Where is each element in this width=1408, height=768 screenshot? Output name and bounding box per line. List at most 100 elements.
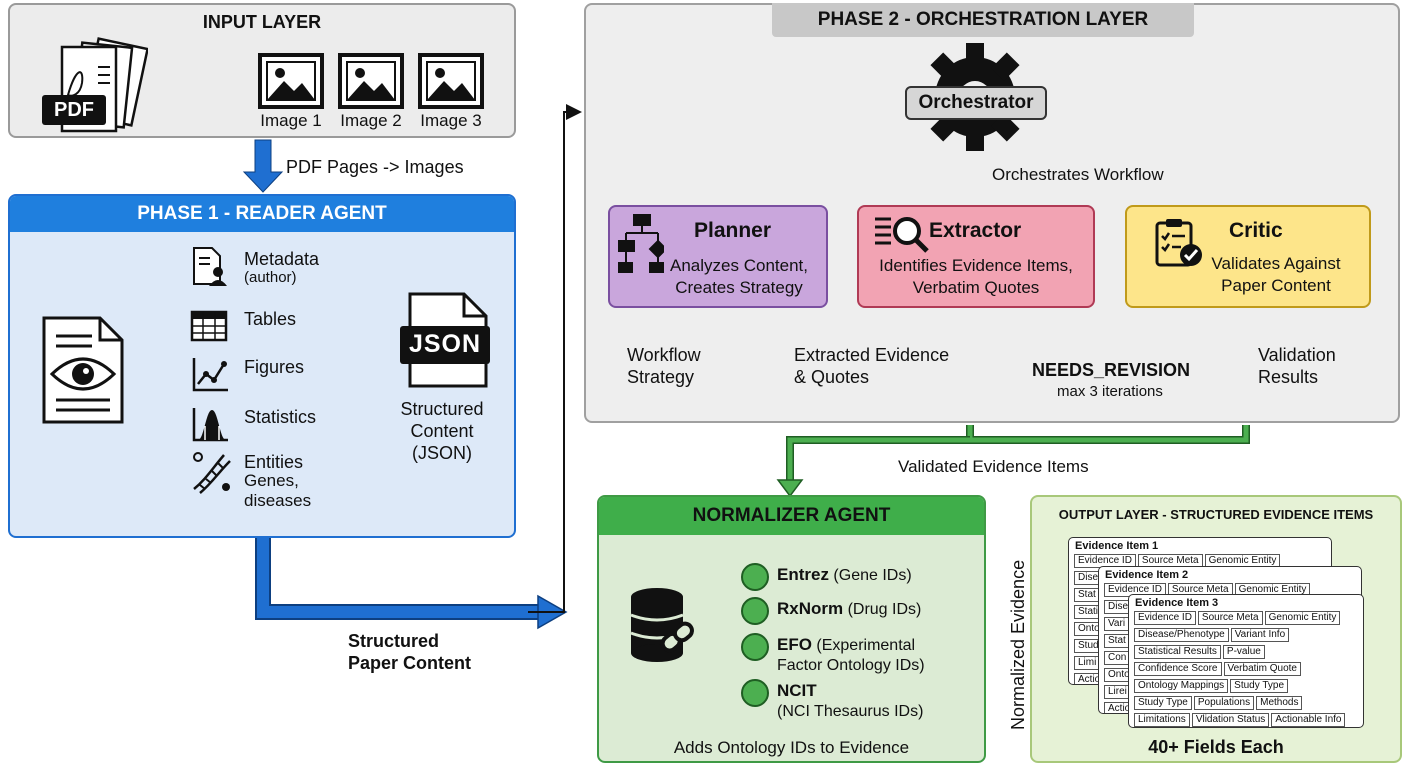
json-caption: Structured Content (JSON) xyxy=(400,399,484,463)
evidence-field-chip: Disease/Phenotype xyxy=(1134,628,1229,642)
planner-agent-card: Planner Analyzes Content, Creates Strate… xyxy=(608,205,828,308)
document-eye-icon xyxy=(38,314,130,431)
ontology-description: (Experimental Factor Ontology IDs) xyxy=(777,637,925,674)
ontology-node-icon xyxy=(741,563,769,591)
extractor-agent-card: Extractor Identifies Evidence Items, Ver… xyxy=(857,205,1095,308)
reader-item-label: Tables xyxy=(244,309,297,329)
ontology-name: EFO xyxy=(777,635,812,654)
reader-item-label: Figures xyxy=(244,357,305,377)
ontology-node-icon xyxy=(741,633,769,661)
ontology-entry: EFO (Experimental Factor Ontology IDs) xyxy=(777,635,925,676)
image-icon xyxy=(258,53,324,109)
orchestrates-workflow-label: Orchestrates Workflow xyxy=(992,165,1164,184)
image-label: Image 2 xyxy=(340,111,402,130)
evidence-field-chip: Populations xyxy=(1193,696,1255,710)
needs-revision-label: NEEDS_REVISION xyxy=(1032,360,1191,380)
evidence-field-chip: Limitations xyxy=(1134,713,1190,727)
normalized-evidence-label: Normalized Evidence xyxy=(1008,559,1028,730)
orchestrator-label: Orchestrator xyxy=(905,86,1047,120)
ontology-entry: RxNorm (Drug IDs) xyxy=(777,599,921,620)
magnifier-list-icon xyxy=(873,213,929,258)
output-layer-footer: 40+ Fields Each xyxy=(1148,737,1284,757)
image-label: Image 3 xyxy=(420,111,482,130)
image-icon xyxy=(418,53,484,109)
evidence-item-title: Evidence Item 2 xyxy=(1105,569,1189,581)
phase1-to-normalizer-arrow xyxy=(255,538,540,620)
reader-item-label: Statistics xyxy=(244,407,317,427)
table-icon xyxy=(190,306,234,357)
evidence-field-chip: Statistical Results xyxy=(1134,645,1221,659)
ontology-node-icon xyxy=(741,597,769,625)
evidence-field-chip: Genomic Entity xyxy=(1264,611,1341,625)
evidence-field-chip: Study Type xyxy=(1230,679,1289,693)
image-icon xyxy=(338,53,404,109)
normalizer-panel: NORMALIZER AGENT Entrez (Gene IDs) RxNorm… xyxy=(597,495,986,763)
image-thumbnail xyxy=(416,51,486,116)
metadata-icon xyxy=(190,246,234,297)
extracted-evidence-label: Extracted Evidence & Quotes xyxy=(794,345,950,387)
ontology-node-icon xyxy=(741,679,769,707)
workflow-strategy-label: Workflow Strategy xyxy=(627,345,701,387)
input-layer-title: INPUT LAYER xyxy=(202,12,322,32)
output-layer-title: OUTPUT LAYER - STRUCTURED EVIDENCE ITEMS xyxy=(1058,507,1374,522)
evidence-item-title: Evidence Item 1 xyxy=(1075,540,1159,552)
planner-description: Analyzes Content, Creates Strategy xyxy=(670,256,808,297)
evidence-field-chip: Lirei xyxy=(1104,685,1131,699)
evidence-field-chip: Ontology Mappings xyxy=(1134,679,1229,693)
evidence-field-chip: Actionable Info xyxy=(1271,713,1346,727)
critic-title: Critic xyxy=(1229,219,1283,242)
evidence-field-chip: Onto xyxy=(1074,622,1104,636)
image-label: Image 1 xyxy=(260,111,322,130)
json-icon: JSON xyxy=(398,290,494,395)
ontology-description: (Gene IDs) xyxy=(828,567,912,584)
evidence-field-chip: Source Meta xyxy=(1197,611,1263,625)
evidence-field-chip: Evidence ID xyxy=(1104,583,1166,597)
phase1-title: PHASE 1 - READER AGENT xyxy=(10,196,514,232)
image-thumbnail xyxy=(256,51,326,116)
evidence-field-chip: Con xyxy=(1104,651,1131,665)
planner-title: Planner xyxy=(694,219,772,242)
ontology-name: NCIT xyxy=(777,681,817,700)
evidence-item-title: Evidence Item 3 xyxy=(1135,597,1219,609)
evidence-field-chip: Vari xyxy=(1104,617,1130,631)
phase2-title: PHASE 2 - ORCHESTRATION LAYER xyxy=(772,3,1194,37)
pdf-icon: PDF xyxy=(38,37,150,133)
structured-paper-content-label: Structured Paper Content xyxy=(348,631,472,673)
critic-agent-card: Critic Validates Against Paper Content xyxy=(1125,205,1371,308)
reader-item-sublabel: Genes, diseases xyxy=(244,471,312,510)
line-chart-icon xyxy=(190,354,234,405)
critic-description: Validates Against Paper Content xyxy=(1211,254,1341,295)
phase1-to-phase2-line xyxy=(528,104,582,613)
normalizer-footer: Adds Ontology IDs to Evidence xyxy=(673,738,910,757)
ontology-name: RxNorm xyxy=(777,599,844,618)
dna-icon xyxy=(190,449,234,500)
evidence-field-chip: Vlidation Status xyxy=(1191,713,1270,727)
database-link-icon xyxy=(629,587,701,672)
evidence-field-chip: Confidence Score xyxy=(1134,662,1222,676)
validated-evidence-arrow xyxy=(786,425,1250,482)
pdf-to-images-label: PDF Pages -> Images xyxy=(286,157,464,177)
evidence-field-chip: Stat xyxy=(1104,634,1130,648)
extractor-title: Extractor xyxy=(929,219,1022,242)
clipboard-check-icon xyxy=(1153,217,1203,274)
input-to-phase1-arrow xyxy=(242,139,284,193)
ontology-description: (Drug IDs) xyxy=(843,601,922,618)
validation-results-label: Validation Results xyxy=(1258,345,1336,387)
reader-item-label: Entities xyxy=(244,452,304,472)
ontology-entry: NCIT (NCI Thesaurus IDs) xyxy=(777,681,923,722)
reader-item-label: Metadata xyxy=(244,249,320,269)
evidence-field-chip: Study Type xyxy=(1134,696,1192,710)
extractor-description: Identifies Evidence Items, Verbatim Quot… xyxy=(879,256,1073,297)
evidence-field-chip: Limi xyxy=(1074,656,1101,670)
input-layer-panel: INPUT LAYER PDF Image 1 Image 2 Image 3 xyxy=(8,3,516,138)
max-iterations-label: max 3 iterations xyxy=(1057,383,1163,400)
evidence-field-chip: Variant Info xyxy=(1230,628,1290,642)
evidence-field-chip: Evidence ID xyxy=(1134,611,1196,625)
ontology-name: Entrez xyxy=(777,565,829,584)
evidence-field-chip: Stat xyxy=(1074,588,1100,602)
reader-item-sublabel: (author) xyxy=(244,269,297,286)
validated-evidence-label: Validated Evidence Items xyxy=(898,457,1089,476)
normalizer-title: NORMALIZER AGENT xyxy=(599,497,984,535)
evidence-field-chip: P-value xyxy=(1222,645,1265,659)
